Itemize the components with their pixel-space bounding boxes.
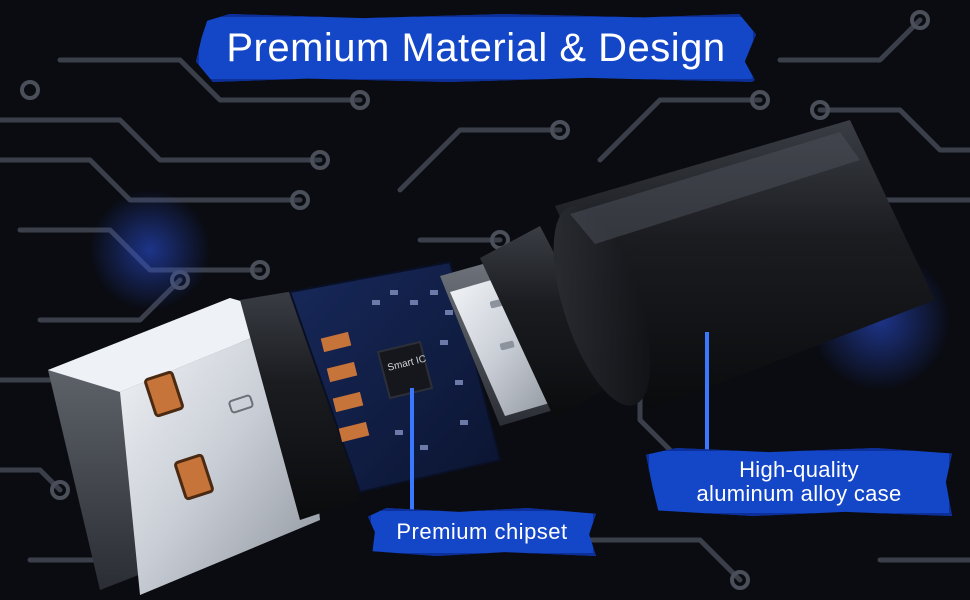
circuit-board: Smart IC [288,260,502,494]
usb-c-collar [480,226,620,420]
title-banner: Premium Material & Design [196,14,756,82]
chipset: Smart IC [376,340,434,400]
page-title: Premium Material & Design [226,25,726,70]
background-glow [90,190,210,310]
case-callout-label-line1: High-quality [739,457,859,482]
aluminum-case [553,120,935,410]
chipset-callout-label: Premium chipset [396,519,568,544]
case-callout: High-quality aluminum alloy case [646,448,952,516]
case-callout-label-line2: aluminum alloy case [696,481,902,506]
usb-a-collar [240,290,360,520]
chipset-callout: Premium chipset [368,508,596,556]
